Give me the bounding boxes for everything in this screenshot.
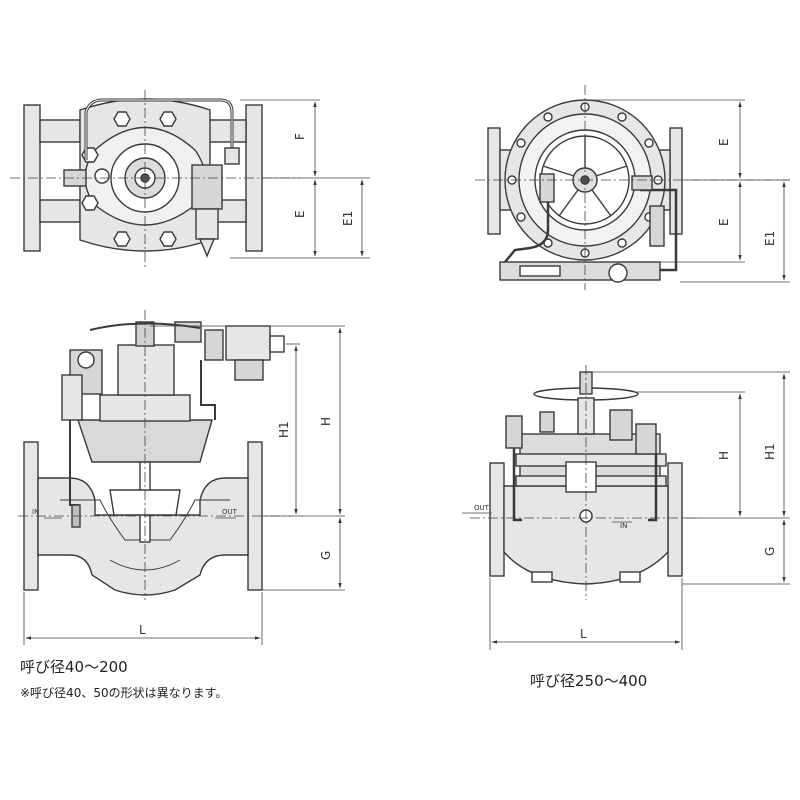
dim-H-bottom-left: H [319, 417, 333, 426]
top-left-view [23, 98, 263, 258]
dim-E1-top-right: E1 [763, 231, 777, 246]
dim-E1-top-left: E1 [341, 211, 355, 226]
caption-right-title: 呼び径250～400 [530, 672, 648, 690]
caption-left-note: ※呼び径40、50の形状は異なります。 [20, 686, 228, 700]
dim-G-bottom-right: G [763, 547, 777, 556]
dim-E-top-right-lower: E [717, 218, 731, 226]
flow-in-label-left: IN [32, 508, 39, 516]
dim-L-bottom-right: L [580, 627, 587, 641]
dim-H1-bottom-left: H1 [277, 421, 291, 438]
dim-E-top-right-upper: E [717, 138, 731, 146]
caption-left-title: 呼び径40～200 [20, 658, 128, 676]
dim-F-top-left: F [293, 133, 307, 140]
flow-out-label-left: OUT [222, 508, 238, 516]
dim-H1-bottom-right: H1 [763, 443, 777, 460]
dim-H-bottom-right: H [717, 451, 731, 460]
dim-G-bottom-left: G [319, 551, 333, 560]
bottom-left-view [23, 321, 285, 596]
dim-L-bottom-left: L [139, 623, 146, 637]
flow-out-label-right: OUT [474, 504, 490, 512]
flow-in-label-right: IN [620, 522, 627, 530]
dim-E-top-left: E [293, 210, 307, 218]
